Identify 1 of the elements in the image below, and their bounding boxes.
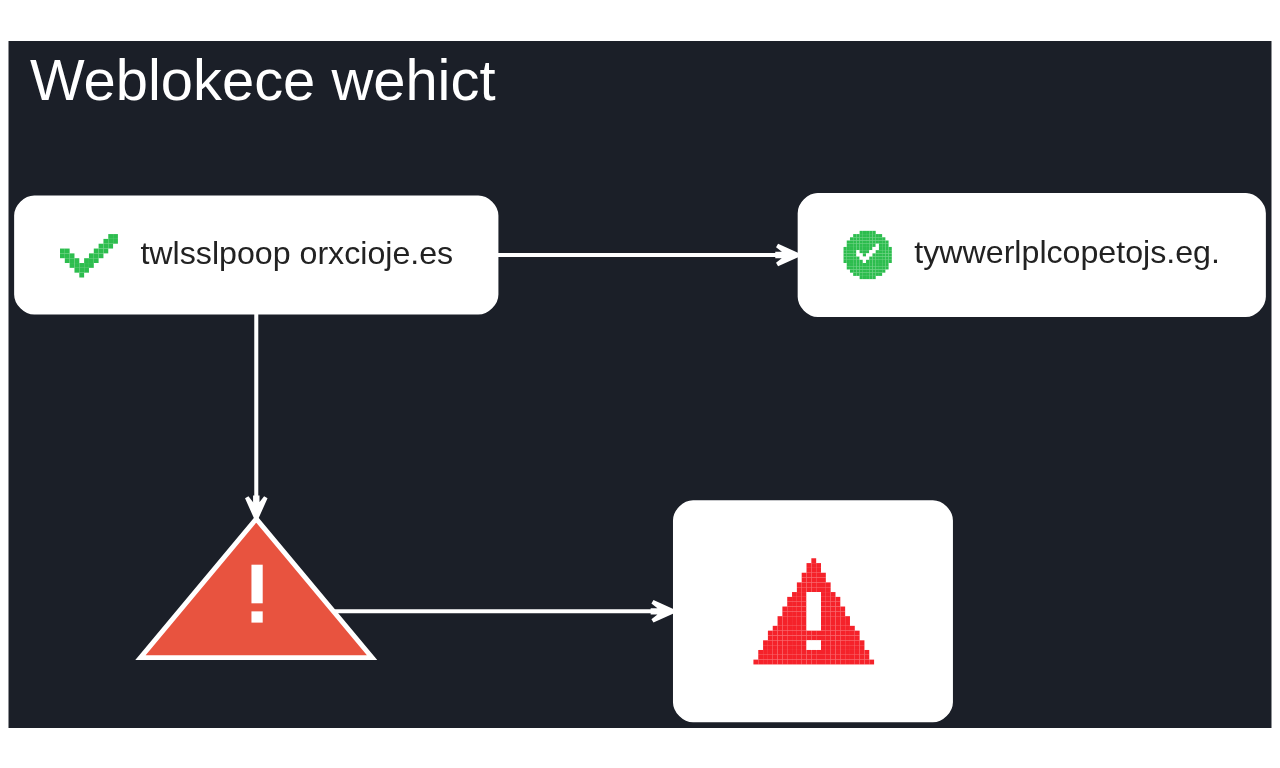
diagram-title: Weblokece wehict — [29, 47, 496, 112]
